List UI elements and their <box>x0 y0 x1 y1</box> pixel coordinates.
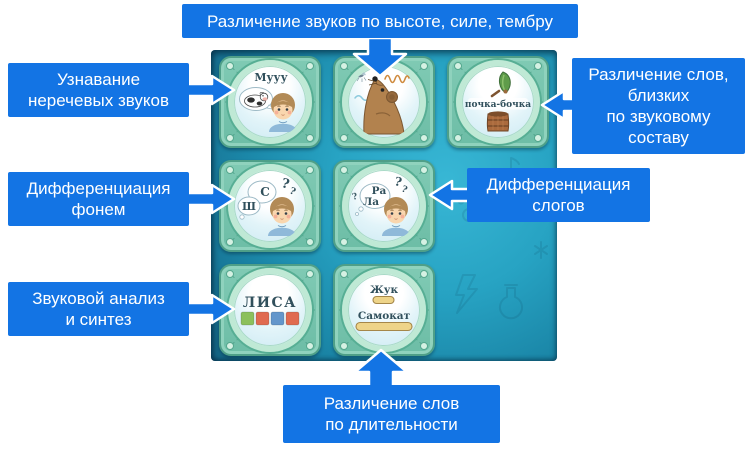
cow-bubble-text: Мууу <box>254 71 287 84</box>
callout-line: неречевых звуков <box>27 91 170 110</box>
word-analysis-icon: ЛИСА <box>240 295 300 326</box>
bud-barrel-icon: почка-бочка <box>465 71 531 132</box>
question-mark: ? <box>280 176 291 192</box>
syllable-bubble-icon: Ра Ла ? ? ? <box>351 174 411 237</box>
tile-disc: Ра Ла ? ? ? <box>342 164 426 248</box>
callout-line: по длительности <box>325 415 458 434</box>
callout-line: составу <box>628 128 689 147</box>
callout-phoneme-differentiation: Дифференциация фонем <box>8 172 189 226</box>
tile-sound-analysis[interactable]: ЛИСА <box>219 264 321 356</box>
game-screen-panel: ? Мууу <box>211 50 557 361</box>
long-bar <box>355 321 413 332</box>
callout-arrow-right <box>184 183 236 215</box>
callout-arrow-right <box>184 293 236 325</box>
callout-line: Дифференциация <box>26 179 171 198</box>
sound-square <box>240 311 255 326</box>
phoneme-letter-top: С <box>260 185 270 199</box>
callout-line: Различение слов, <box>588 65 729 84</box>
syllable-bottom: Ла <box>363 196 379 208</box>
sound-square <box>285 311 300 326</box>
tile-phoneme-differentiation[interactable]: С Ш ? ? <box>219 160 321 252</box>
callout-arrow-up <box>353 348 409 390</box>
callout-line: фонем <box>71 200 126 219</box>
long-word: Самокат <box>358 310 411 322</box>
callout-line: близких <box>627 86 690 105</box>
tile-nonspeech-sounds[interactable]: Мууу <box>219 56 321 148</box>
phoneme-bubbles-icon: С Ш ? ? <box>237 176 298 237</box>
word-pair-text: почка-бочка <box>465 99 531 110</box>
syllable-top: Ра <box>372 185 387 197</box>
short-word: Жук <box>370 284 398 296</box>
tile-word-duration[interactable]: Жук Самокат <box>333 264 435 356</box>
callout-syllable-differentiation: Дифференциация слогов <box>467 168 650 222</box>
callout-line: Дифференциация <box>486 175 631 194</box>
callout-line: Различение слов <box>323 394 460 413</box>
callout-sound-properties: Различение звуков по высоте, силе, тембр… <box>182 4 578 38</box>
callout-sound-analysis: Звуковой анализ и синтез <box>8 282 189 336</box>
mosquito-icon <box>356 71 367 82</box>
question-mark: ? <box>393 174 403 189</box>
phoneme-letter-bottom: Ш <box>242 200 256 213</box>
callout-line: слогов <box>532 196 585 215</box>
squiggle-icon <box>384 74 410 84</box>
callout-arrow-down <box>352 36 408 78</box>
callout-text: Различение звуков по высоте, силе, тембр… <box>207 11 553 31</box>
boy-icon <box>381 196 411 237</box>
question-mark: ? <box>288 186 298 198</box>
tile-syllable-differentiation[interactable]: Ра Ла ? ? ? <box>333 160 435 252</box>
tile-disc: ЛИСА <box>228 268 312 352</box>
tile-disc: Мууу <box>228 60 312 144</box>
callout-nonspeech-sounds: Узнавание неречевых звуков <box>8 63 189 117</box>
cow-icon <box>244 91 269 108</box>
callout-arrow-right <box>184 74 236 106</box>
sound-square <box>270 311 285 326</box>
tile-similar-words[interactable]: почка-бочка <box>447 56 549 148</box>
callout-line: Звуковой анализ <box>32 289 165 308</box>
short-bar <box>372 295 395 305</box>
callout-similar-words: Различение слов, близких по звуковому со… <box>572 58 745 154</box>
mouse-listening-icon <box>354 71 410 135</box>
question-mark: ? <box>351 192 359 203</box>
barrel-icon <box>486 111 510 132</box>
tile-disc: почка-бочка <box>456 60 540 144</box>
cow-speech-icon: Мууу <box>239 71 298 133</box>
bud-icon <box>490 71 511 98</box>
callout-line: по звуковому <box>606 107 711 126</box>
callout-line: и синтез <box>65 310 132 329</box>
lisa-word: ЛИСА <box>243 295 297 311</box>
boy-icon <box>267 196 297 237</box>
tile-disc: С Ш ? ? <box>228 164 312 248</box>
tile-disc: Жук Самокат <box>342 268 426 352</box>
boy-icon <box>268 92 298 133</box>
callout-word-duration: Различение слов по длительности <box>283 385 500 443</box>
mouse-icon <box>363 76 405 135</box>
callout-line: Узнавание <box>56 70 141 89</box>
sound-square <box>255 311 270 326</box>
question-mark: ? <box>400 185 409 196</box>
word-length-icon: Жук Самокат <box>355 284 413 332</box>
